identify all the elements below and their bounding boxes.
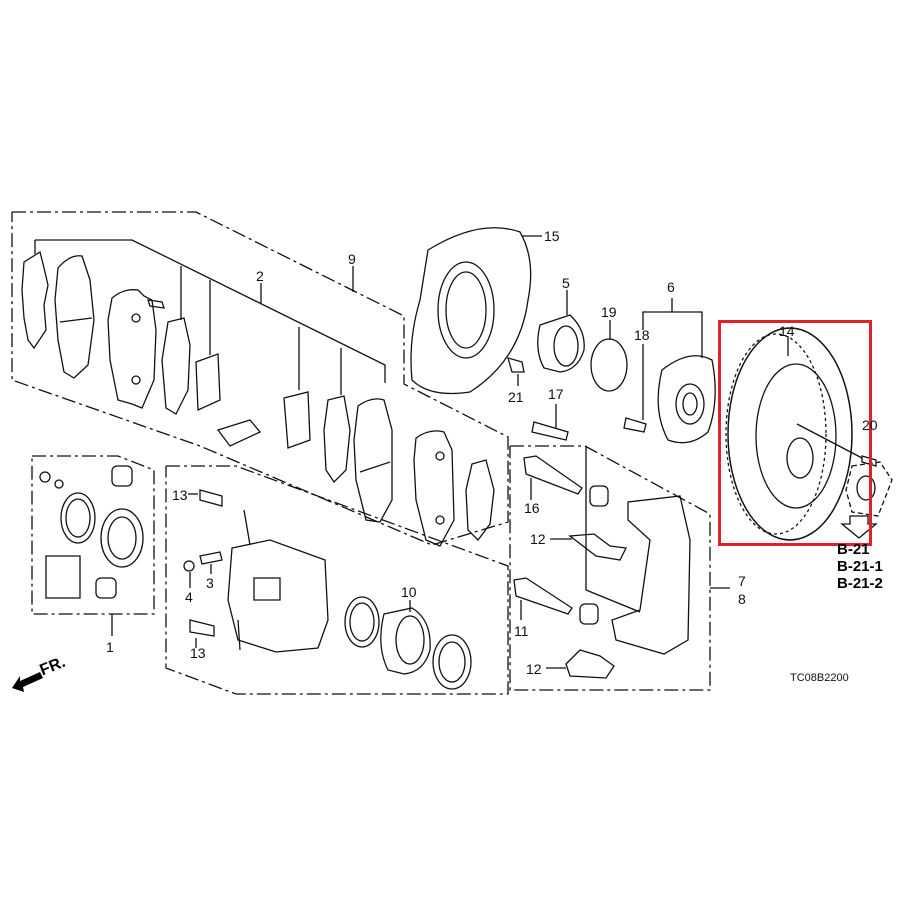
group-box-bracket <box>510 446 710 690</box>
brake-pad-inner-left <box>108 290 156 408</box>
callout-20[interactable]: 20 <box>862 417 878 433</box>
callout-21[interactable]: 21 <box>508 389 524 405</box>
grease-packet <box>218 420 260 446</box>
group-box-pad-set <box>12 212 508 545</box>
brake-pad-right-a <box>354 399 392 522</box>
seal-ring-b <box>101 509 143 567</box>
callout-16[interactable]: 16 <box>524 500 540 516</box>
reference-link-b-21-2[interactable]: B-21-2 <box>837 575 883 592</box>
callout-1[interactable]: 1 <box>106 639 114 655</box>
callout-9[interactable]: 9 <box>348 251 356 267</box>
callout-7[interactable]: 7 <box>738 573 746 589</box>
callout-19[interactable]: 19 <box>601 304 617 320</box>
brake-disc-rotor <box>728 328 852 540</box>
group-box-caliper <box>166 466 508 694</box>
brake-pad-outer-left <box>55 256 94 378</box>
callout-13-upper[interactable]: 13 <box>172 487 188 503</box>
highlight-box-rotor <box>718 320 872 546</box>
grease-packets <box>46 556 80 598</box>
shim-right-c <box>466 460 494 540</box>
splash-guard <box>411 228 531 394</box>
guide-pin-11 <box>514 578 572 614</box>
boot-b <box>96 578 116 598</box>
flange-bolt-upper <box>200 490 222 506</box>
brake-pad-right-b <box>414 431 454 546</box>
callout-15[interactable]: 15 <box>544 228 560 244</box>
bolt-21 <box>508 358 524 372</box>
shim-left-a <box>162 318 190 414</box>
callout-4[interactable]: 4 <box>185 589 193 605</box>
group-box-shim-set <box>35 240 385 383</box>
shim-left-b <box>196 354 220 410</box>
callout-8[interactable]: 8 <box>738 591 746 607</box>
caliper-body <box>228 540 328 652</box>
reference-link-b-21-1[interactable]: B-21-1 <box>837 558 883 575</box>
boot-a <box>112 466 132 486</box>
hub-bolt <box>624 418 646 432</box>
callout-12-lower[interactable]: 12 <box>526 661 542 677</box>
snap-ring <box>591 339 627 391</box>
reference-link-b-21[interactable]: B-21 <box>837 541 870 558</box>
bleeder-screw <box>200 552 222 564</box>
callout-10[interactable]: 10 <box>401 584 417 600</box>
caliper-bracket <box>612 496 690 654</box>
callout-2[interactable]: 2 <box>256 268 264 284</box>
shim-right-a <box>284 392 310 448</box>
hub-bearing <box>538 315 584 372</box>
shim-right-b <box>324 396 350 482</box>
reference-arrow <box>842 516 876 538</box>
lug-nut-detail-box <box>846 462 892 516</box>
pad-retainer-upper <box>570 534 626 560</box>
piston-boot <box>433 635 471 689</box>
callout-17[interactable]: 17 <box>548 386 564 402</box>
seal-ring-a <box>61 493 95 543</box>
callout-11[interactable]: 11 <box>514 623 529 639</box>
front-direction-arrow-icon <box>12 672 43 692</box>
diagram-code: TC08B2200 <box>790 672 849 684</box>
hub-flange <box>658 356 715 443</box>
callout-6[interactable]: 6 <box>667 279 675 295</box>
callout-12-upper[interactable]: 12 <box>530 531 546 547</box>
callout-18[interactable]: 18 <box>634 327 650 343</box>
flange-bolt-lower <box>190 620 214 636</box>
callout-13-lower[interactable]: 13 <box>190 645 206 661</box>
bracket-bolt <box>532 422 568 440</box>
callout-14[interactable]: 14 <box>779 323 795 339</box>
callout-3[interactable]: 3 <box>206 575 214 591</box>
shim-outer-left <box>22 252 48 348</box>
piston-seal <box>345 597 379 647</box>
bleeder-cap <box>184 561 194 571</box>
callout-5[interactable]: 5 <box>562 275 570 291</box>
piston <box>381 608 430 674</box>
guide-pin-16 <box>524 456 582 494</box>
pad-retainer-lower <box>566 650 614 678</box>
